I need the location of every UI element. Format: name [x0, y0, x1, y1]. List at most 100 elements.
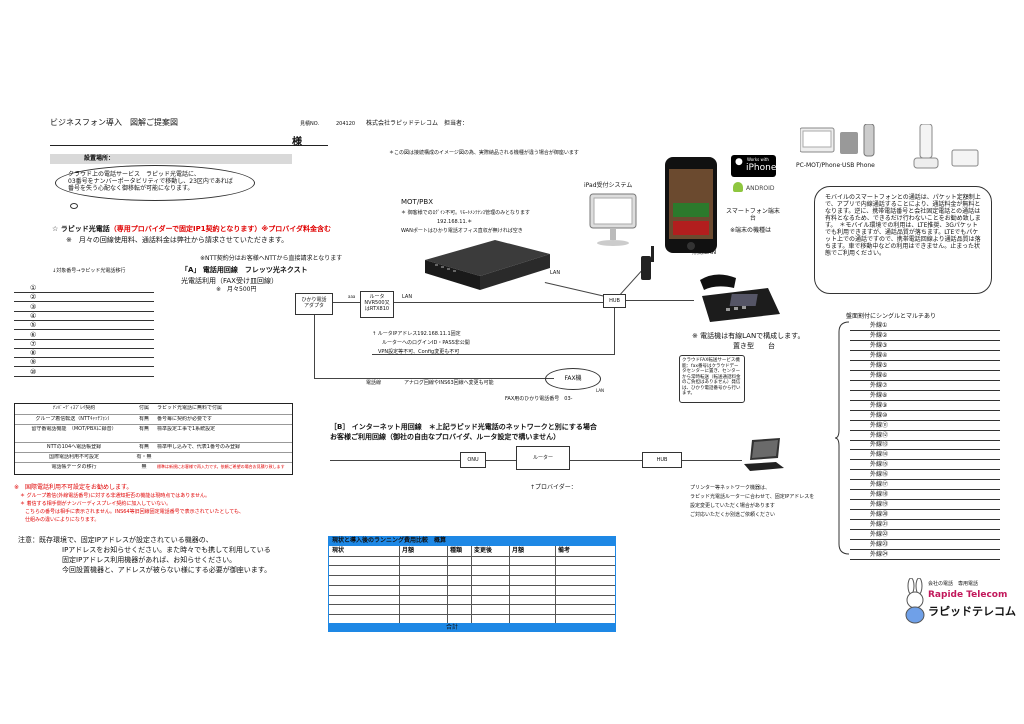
extension-row: 外線⑩: [850, 412, 1000, 421]
cost-total-bar: 合計: [328, 623, 616, 632]
cost-total-label: 合計: [446, 624, 459, 631]
extension-label: 外線⑩: [870, 411, 888, 419]
cable-b-3: [570, 460, 642, 461]
extension-title: 盤面割付にシングルとマルチあり: [846, 313, 937, 320]
extension-label: 外線⑲: [870, 501, 889, 509]
cost-grid-hline: [329, 594, 615, 596]
number-row: ⑩: [14, 368, 154, 377]
cost-grid: 現状月額種類変更後月額備考: [328, 545, 616, 625]
extension-row: 外線⑨: [850, 402, 1000, 411]
cloud-fax-box: クラウドFAX転送サービス機能：fax番号はクラウドデータセンターに置き、センタ…: [679, 355, 745, 403]
disclaimer: ＊この図は接続構成のイメージ図の為、実際納品される機種が違う場合が御座います: [389, 150, 579, 156]
bubble-tail: [70, 203, 78, 209]
extension-row: 外線⑮: [850, 461, 1000, 471]
extension-row: 外線⑳: [850, 511, 1000, 521]
extension-row: 外線⑤: [850, 362, 1000, 371]
cost-header: 現状: [332, 547, 345, 554]
logo-japanese: ラピッドテレコム: [928, 605, 1016, 618]
options-row: 国際電話利用不可設定 有・無: [15, 452, 292, 463]
number-row: ③: [14, 303, 154, 312]
router-note-2: ルーターへのログインID・PASS非公開: [382, 340, 470, 346]
extension-row: 外線⑫: [850, 432, 1000, 441]
option-status: 有・無: [136, 454, 152, 460]
extension-row: 外線⑰: [850, 481, 1000, 491]
number-row: ⑧: [14, 349, 154, 359]
sama-label: 様: [292, 137, 302, 148]
number-list-label: ↓対象番号→ラピッド光電話移行: [52, 268, 126, 274]
option-status: 付属: [138, 405, 149, 411]
pc-usb-phone-label: PC-MOT/Phone·USB Phone: [796, 162, 875, 169]
cost-header: 月額: [402, 547, 415, 554]
mot-note-3: WANポートはひかり電話オフィス直収が無ければ空き: [401, 228, 523, 234]
extension-row: 外線③: [850, 342, 1000, 351]
number-row-index: ⑩: [30, 367, 37, 376]
hub-a: HUB: [603, 294, 626, 308]
cost-grid-hline: [329, 565, 615, 567]
company-name: 株式会社ラピッドテレコム 担当者：: [366, 120, 469, 127]
cost-grid-hline: [329, 613, 615, 615]
smartphone-label: スマートフォン端末 台: [726, 208, 780, 222]
works-with-iphone-badge: ● Works with iPhone: [731, 155, 776, 177]
extension-row: 外線㉓: [850, 541, 1000, 551]
option-name: 国際電話利用不可設定: [48, 454, 99, 460]
extension-label: 外線⑮: [870, 461, 889, 469]
extension-label: 外線④: [870, 351, 888, 359]
router-note-1: ↑ ルータIPアドレス192.168.11.1固定: [372, 331, 461, 337]
cost-grid-vline: [555, 546, 556, 624]
line-a-sub: 光電話利用（FAX受け皿回線）: [181, 277, 278, 285]
phone-note-2: 置き型 台: [733, 342, 775, 350]
option-name: NTTの104へ電話帳登録: [46, 444, 102, 450]
desk-phone-icon: [700, 274, 780, 322]
extension-label: 外線⑯: [870, 471, 889, 479]
cost-grid-vline: [509, 546, 510, 624]
option-status: 無: [141, 464, 147, 470]
option-detail: 標準は新規にお客様で再入力です。依頼ご希望の場合お見積り致します: [157, 464, 285, 469]
options-row: NTTの104へ電話帳登録有無標準申し込みで、代表1番号のみ登録: [15, 442, 292, 453]
option-status: 有無: [138, 416, 149, 422]
intl-note-3: こちらの番号は相手に表示されません。INS64等旧回線固定電話番号で表示されてい…: [20, 509, 244, 515]
rapid-line-2: ※ 月々の回線使用料、通話料金は弊社から請求させていただきます。: [66, 236, 289, 244]
extension-row: 外線④: [850, 352, 1000, 361]
dect-phone-icon: [913, 124, 979, 169]
works-with-text: Works with: [747, 157, 769, 162]
extension-row: 外線②: [850, 332, 1000, 341]
extension-row: 外線⑭: [850, 451, 1000, 461]
hub-b: HUB: [642, 452, 682, 468]
lan-label-1: LAN: [402, 294, 413, 300]
cable-to-fax: [314, 378, 554, 379]
cost-table: 現状と導入後のランニング費用比較 概算 現状月額種類変更後月額備考 合計: [328, 536, 616, 632]
line-b-title: ［B］ インターネット用回線 ＊上記ラピッド光電話のネットワークと別にする場合: [330, 423, 597, 431]
estimate-label: 見積NO.: [300, 121, 320, 127]
cost-header: 月額: [512, 547, 525, 554]
provider-label: ↑プロバイダー：: [530, 484, 577, 491]
option-detail: ラピッド光電話に無料で付属: [157, 405, 223, 411]
android-text: ANDROID: [746, 185, 775, 192]
options-table: ﾅﾝﾊﾞｰﾃﾞｨｽﾌﾟﾚｲ契約付属ラピッド光電話に無料で付属グループ着信転送（N…: [14, 403, 293, 475]
extension-bracket: [835, 321, 850, 555]
intl-note-4: 仕組みの違いによりになります。: [20, 517, 100, 523]
number-row-index: ③: [30, 302, 37, 311]
page-title: ビジネスフォン導入 図解ご提案図: [50, 118, 178, 127]
install-location-label: 設置場所：: [84, 155, 115, 162]
smartphone-icon: [665, 157, 717, 253]
extension-label: 外線⑪: [870, 421, 889, 429]
printer-note: プリンター等ネットワーク機器は、 ラピッド光電話ルーターに合わせて、固定IPアド…: [690, 485, 815, 518]
extension-row: 外線㉔: [850, 551, 1000, 560]
options-row: 電話帳データの移行無標準は新規にお客様で再入力です。依頼ご希望の場合お見積り致し…: [15, 462, 292, 475]
cable-b-4: [682, 460, 742, 461]
intl-note-2: ＊ 着信する相手側がナンバーディスプレイ契約に加入していない。: [20, 501, 172, 507]
smartphone-note: ※端末の機種は: [730, 227, 772, 234]
fax-machine: FAX機: [545, 368, 601, 390]
intl-note-1: ＊ グループ着信(外線電話番号)に対する非通知拒否の機能は現時点ではありません。: [20, 493, 211, 499]
apple-icon: ●: [735, 157, 743, 167]
logo-tagline: 会社の電話 専用電話: [928, 581, 979, 587]
cost-table-title: 現状と導入後のランニング費用比較 概算: [332, 537, 447, 544]
pc-usb-phone-icon: [800, 124, 875, 157]
extension-label: 外線⑦: [870, 381, 888, 389]
number-row-index: ⑤: [30, 321, 37, 330]
extension-row: 外線⑧: [850, 392, 1000, 401]
cost-header: 変更後: [474, 547, 493, 554]
number-row: ⑨: [14, 358, 154, 368]
extension-label: 外線㉔: [870, 551, 889, 558]
extension-label: 外線③: [870, 341, 888, 349]
